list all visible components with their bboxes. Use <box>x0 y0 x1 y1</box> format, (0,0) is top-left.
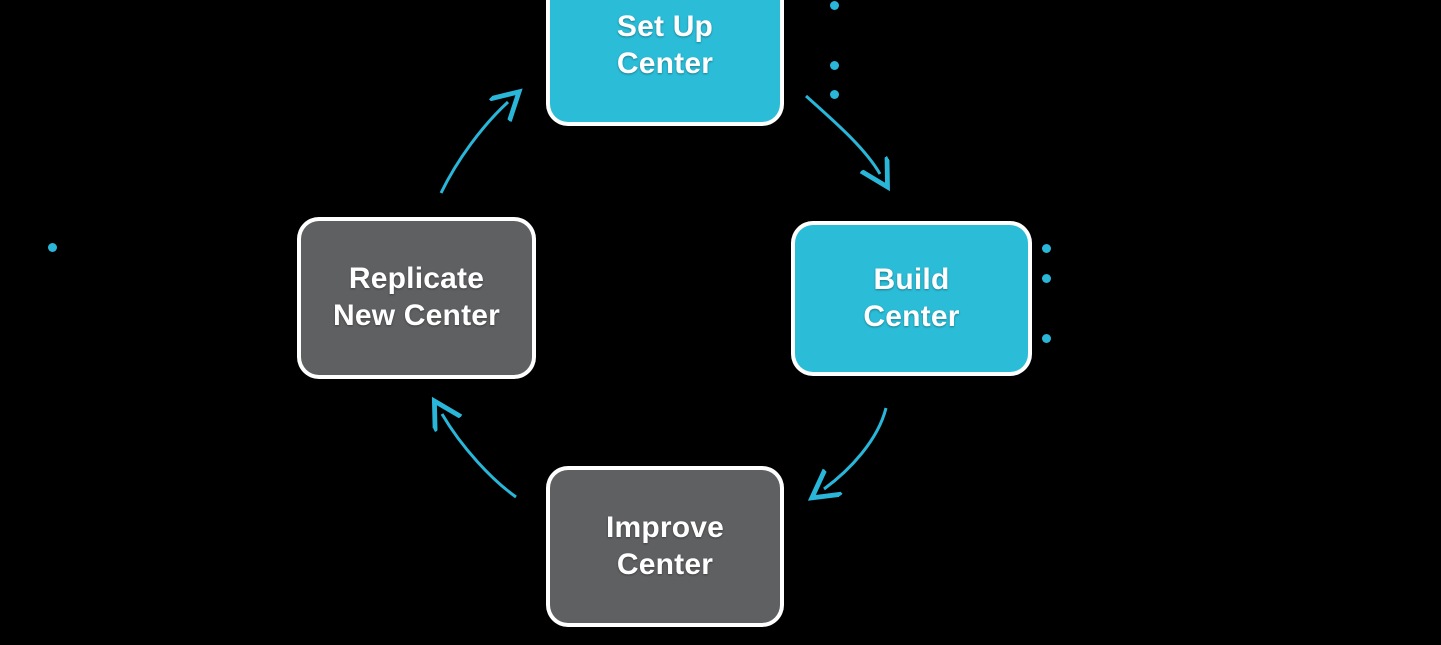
arrow-setup-to-build <box>804 94 880 174</box>
bullet-point <box>1042 334 1051 343</box>
node-improve-center[interactable]: Improve Center <box>550 470 780 623</box>
arrow-replicate-to-setup <box>439 102 508 194</box>
bullet-point <box>830 61 839 70</box>
node-set-up-center[interactable]: Set Up Center <box>550 0 780 122</box>
node-build-center[interactable]: Build Center <box>795 225 1028 372</box>
bullet-point <box>830 1 839 10</box>
node-improve-center-label: Improve Center <box>605 510 725 581</box>
node-set-up-center-label: Set Up Center <box>616 10 714 80</box>
bullet-point <box>830 90 839 99</box>
node-replicate-new-center[interactable]: Replicate New Center <box>301 221 532 375</box>
node-replicate-new-center-label: Replicate New Center <box>332 262 501 332</box>
bullet-point <box>1042 244 1051 253</box>
bullet-point <box>48 243 57 252</box>
node-build-center-label: Build Center <box>863 262 960 333</box>
arrow-build-to-improve <box>824 407 888 489</box>
arrow-improve-to-replicate <box>442 414 517 499</box>
bullet-point <box>1042 274 1051 283</box>
